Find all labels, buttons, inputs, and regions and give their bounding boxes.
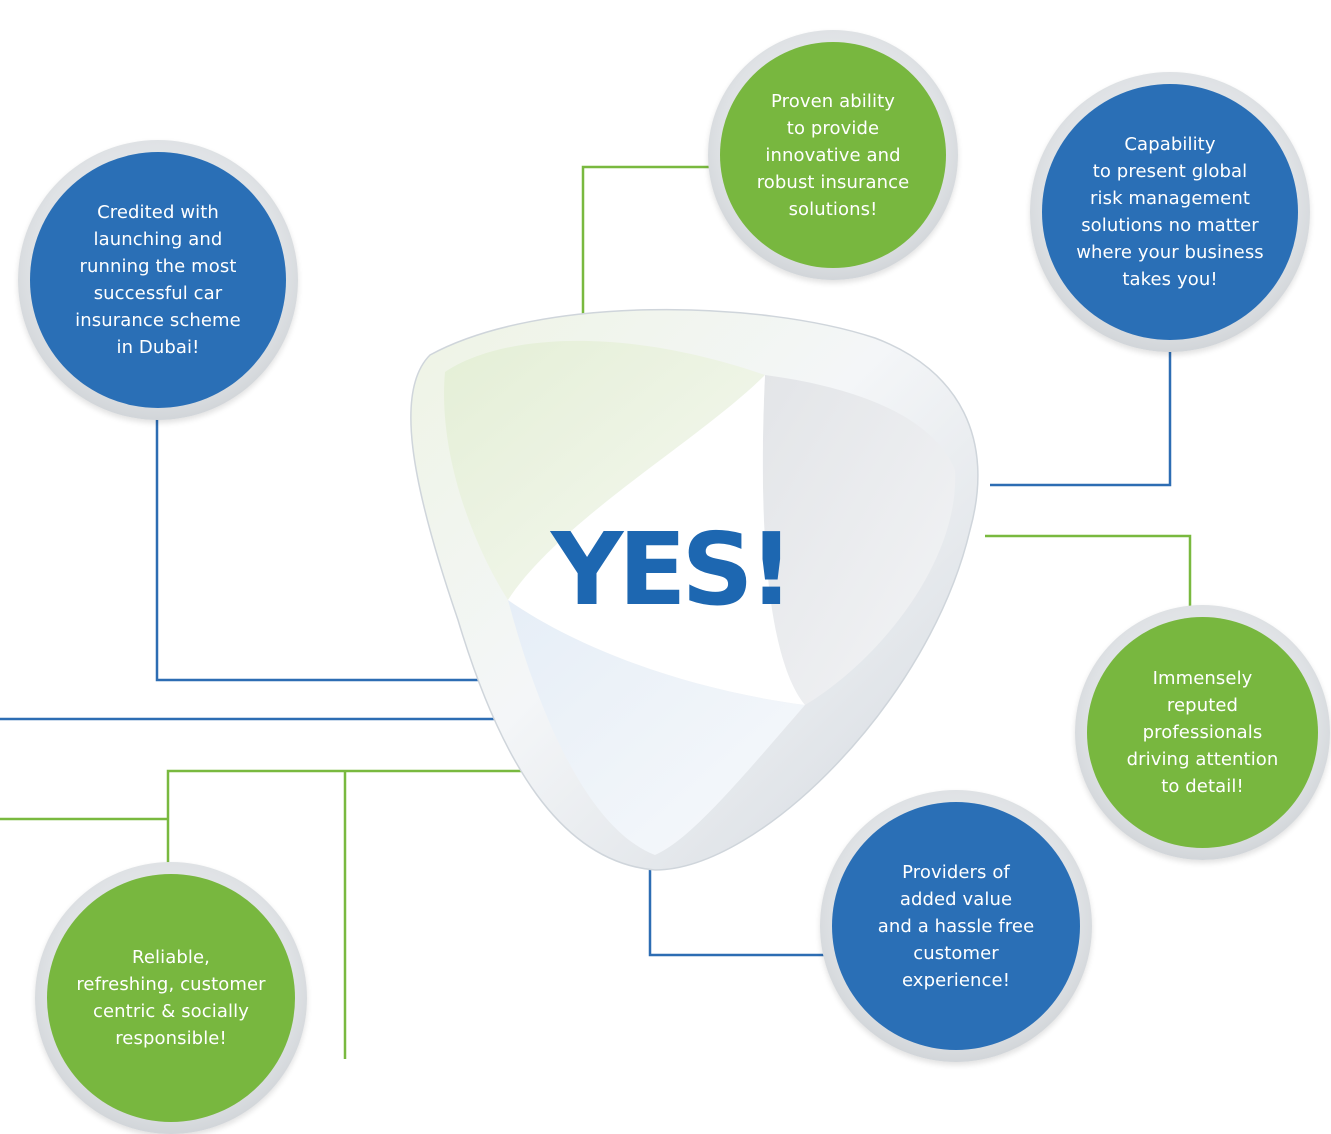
bubble-providers-core: Providers of added value and a hassle fr… xyxy=(832,802,1080,1050)
bubble-providers-text: Providers of added value and a hassle fr… xyxy=(877,861,1035,991)
bubble-credited: Credited with launching and running the … xyxy=(18,140,298,420)
connector-providers xyxy=(648,855,830,957)
bubble-reliable: Reliable, refreshing, customer centric &… xyxy=(35,862,307,1134)
bubble-proven: Proven ability to provide innovative and… xyxy=(708,30,958,280)
green-connectors xyxy=(0,165,1192,1059)
bubble-reliable-text: Reliable, refreshing, customer centric &… xyxy=(76,947,266,1049)
bubble-capability-core: Capability to present global risk manage… xyxy=(1042,84,1298,340)
connector-reliable-top xyxy=(166,769,525,868)
bubble-immensely: Immensely reputed professionals driving … xyxy=(1075,605,1330,860)
connector-credited xyxy=(155,412,480,682)
bubble-credited-text: Credited with launching and running the … xyxy=(75,202,241,358)
bubble-proven-core: Proven ability to provide innovative and… xyxy=(720,42,946,268)
bubble-proven-text: Proven ability to provide innovative and… xyxy=(756,90,910,220)
blue-connectors xyxy=(0,352,1172,957)
yes-diagram xyxy=(0,165,1192,1059)
bubble-capability: Capability to present global risk manage… xyxy=(1030,72,1310,352)
bubble-capability-text: Capability to present global risk manage… xyxy=(1076,134,1264,290)
bubble-reliable-core: Reliable, refreshing, customer centric &… xyxy=(47,874,295,1122)
center-yes-label: YES! xyxy=(550,511,794,628)
connector-proven xyxy=(581,165,730,322)
connector-capability xyxy=(990,352,1172,487)
bubble-immensely-core: Immensely reputed professionals driving … xyxy=(1087,617,1318,848)
bubble-providers: Providers of added value and a hassle fr… xyxy=(820,790,1092,1062)
bubble-credited-core: Credited with launching and running the … xyxy=(30,152,286,408)
central-ribbon-shape xyxy=(410,308,979,871)
connector-immensely xyxy=(985,534,1192,610)
bubble-immensely-text: Immensely reputed professionals driving … xyxy=(1126,668,1279,797)
